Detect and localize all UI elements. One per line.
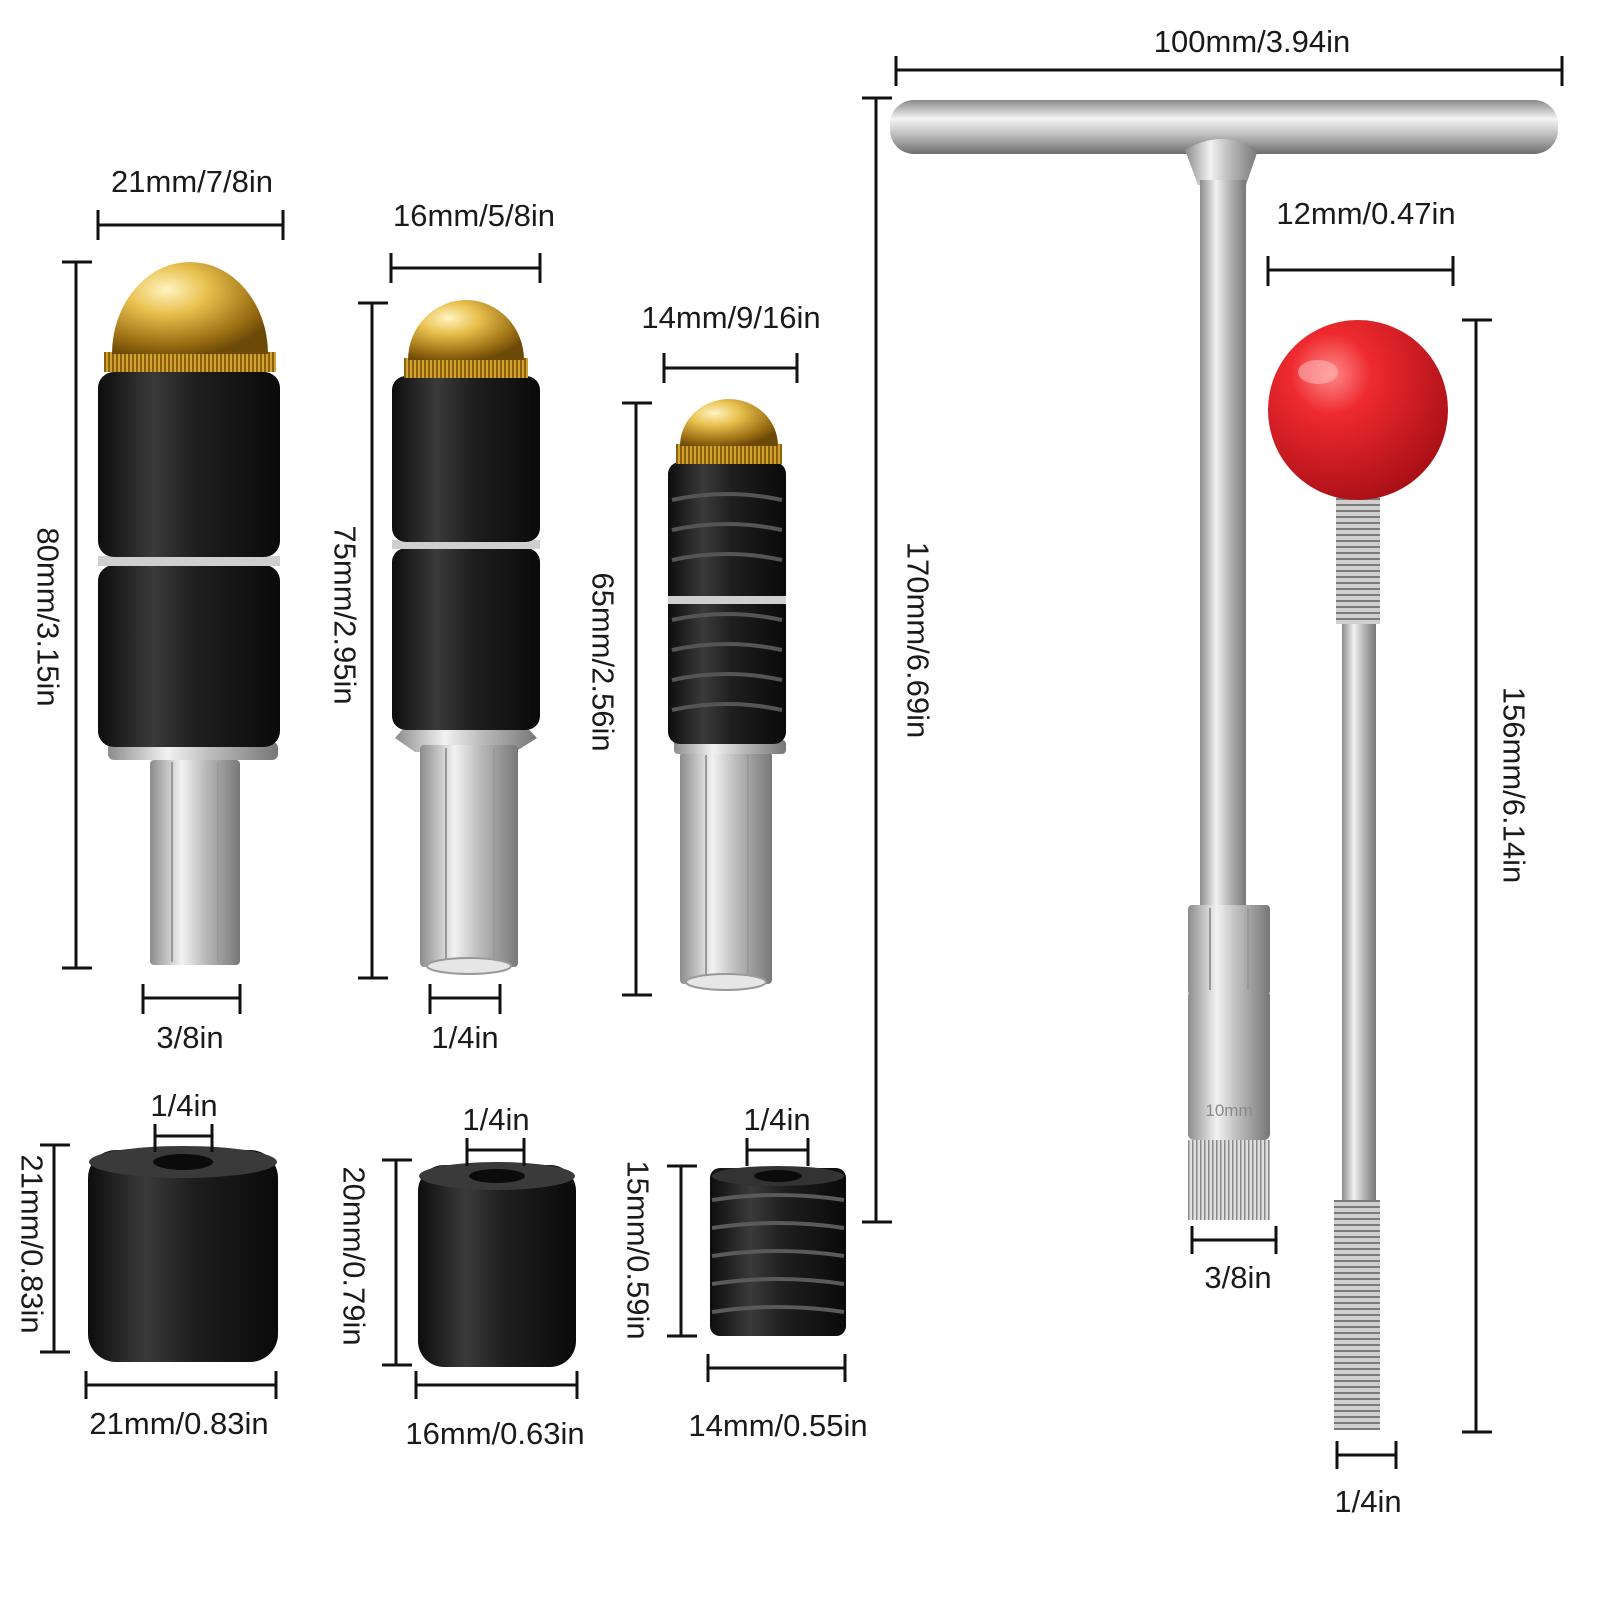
dim-sleeve-large-width [84,1371,278,1399]
knurled-collar [104,352,276,372]
sleeve-medium-height-label: 20mm/0.79in [336,1166,372,1346]
socket-knurl [1188,1140,1270,1220]
dim-t-handle-width [894,56,1564,86]
sleeve-small-width-label: 14mm/0.55in [688,1408,868,1443]
dim-sleeve-large-height [40,1143,70,1354]
knurled-collar [404,358,528,378]
dim-knob-width [1266,256,1455,286]
socket-size-stamp: 10mm [1205,1101,1252,1120]
brass-dome [112,262,268,354]
tip-large-drive-label: 3/8in [156,1020,224,1055]
small-ribbed-sleeve [710,1166,846,1336]
hex-shank [680,752,772,984]
sleeve-medium-width-label: 16mm/0.63in [405,1416,585,1451]
knob-rod-thread-label: 1/4in [1334,1484,1402,1519]
dim-tip-medium-height [358,301,388,980]
dim-tip-large-drive [141,984,242,1014]
sleeve-small-bore-label: 1/4in [743,1102,811,1137]
t-handle-wrench: 10mm [890,100,1558,1220]
upper-thread [1336,484,1380,624]
sleeve-large-width-label: 21mm/0.83in [89,1406,269,1441]
hex-socket [1188,905,1270,995]
tip-large-width-label: 21mm/7/8in [111,164,273,199]
dim-sleeve-medium-width [414,1371,579,1399]
medium-brass-tip-tool [392,300,540,975]
dim-sleeve-small-height [667,1164,697,1338]
dim-sleeve-medium-bore [465,1138,526,1166]
socket-body [1188,990,1270,1140]
dim-tip-medium-width [389,253,542,283]
sleeve-large-height-label: 21mm/0.83in [14,1154,50,1334]
dim-tip-large-width [96,210,285,240]
lower-sleeve [98,565,280,747]
brass-dome [680,399,778,446]
tip-small-width-label: 14mm/9/16in [641,300,821,335]
dim-knob-rod-thread [1335,1441,1398,1469]
tip-medium-width-label: 16mm/5/8in [393,198,555,233]
dim-sleeve-small-bore [745,1138,810,1166]
t-handle-drive-label: 3/8in [1204,1260,1272,1295]
tip-large-height-label: 80mm/3.15in [30,527,66,707]
knob-rod-height-label: 156mm/6.14in [1496,686,1532,884]
tip-small-height-label: 65mm/2.56in [585,572,621,752]
dim-sleeve-large-bore [153,1124,214,1152]
rod-shaft [1342,620,1376,1220]
t-shaft [1200,180,1246,910]
hex-shank [420,745,518,967]
dimension-lines [40,56,1564,1469]
sleeve-medium-bore-label: 1/4in [462,1102,530,1137]
t-handle-width-label: 100mm/3.94in [1153,24,1351,59]
tip-medium-drive-label: 1/4in [431,1020,499,1055]
upper-sleeve [392,376,540,542]
knob-threaded-rod [1268,320,1448,1430]
dim-t-handle-height [862,96,892,1224]
dim-sleeve-small-width [706,1354,847,1382]
sleeve-small-height-label: 15mm/0.59in [620,1160,656,1340]
dim-tip-small-height [622,401,652,997]
knob-width-label: 12mm/0.47in [1276,196,1456,231]
large-rubber-sleeve [88,1146,278,1362]
sleeve-large-bore-label: 1/4in [150,1088,218,1123]
dim-tip-medium-drive [428,984,502,1014]
dim-knob-rod-height [1462,318,1492,1434]
lower-sleeve [392,548,540,730]
medium-rubber-sleeve [418,1162,576,1367]
dim-sleeve-medium-height [382,1158,412,1367]
red-knob [1268,320,1448,500]
lower-thread [1334,1200,1380,1430]
dim-t-handle-drive [1190,1226,1278,1254]
dim-tip-large-height [62,260,92,970]
t-handle-height-label: 170mm/6.69in [900,541,936,739]
t-bar [890,100,1558,154]
knurled-collar [676,444,782,464]
tip-medium-height-label: 75mm/2.95in [327,525,363,705]
hex-shank [150,760,240,965]
upper-sleeve [98,372,280,557]
brass-dome [408,300,524,360]
large-brass-tip-tool [98,262,280,965]
small-brass-tip-tool [668,399,786,991]
dim-tip-small-width [662,353,799,383]
